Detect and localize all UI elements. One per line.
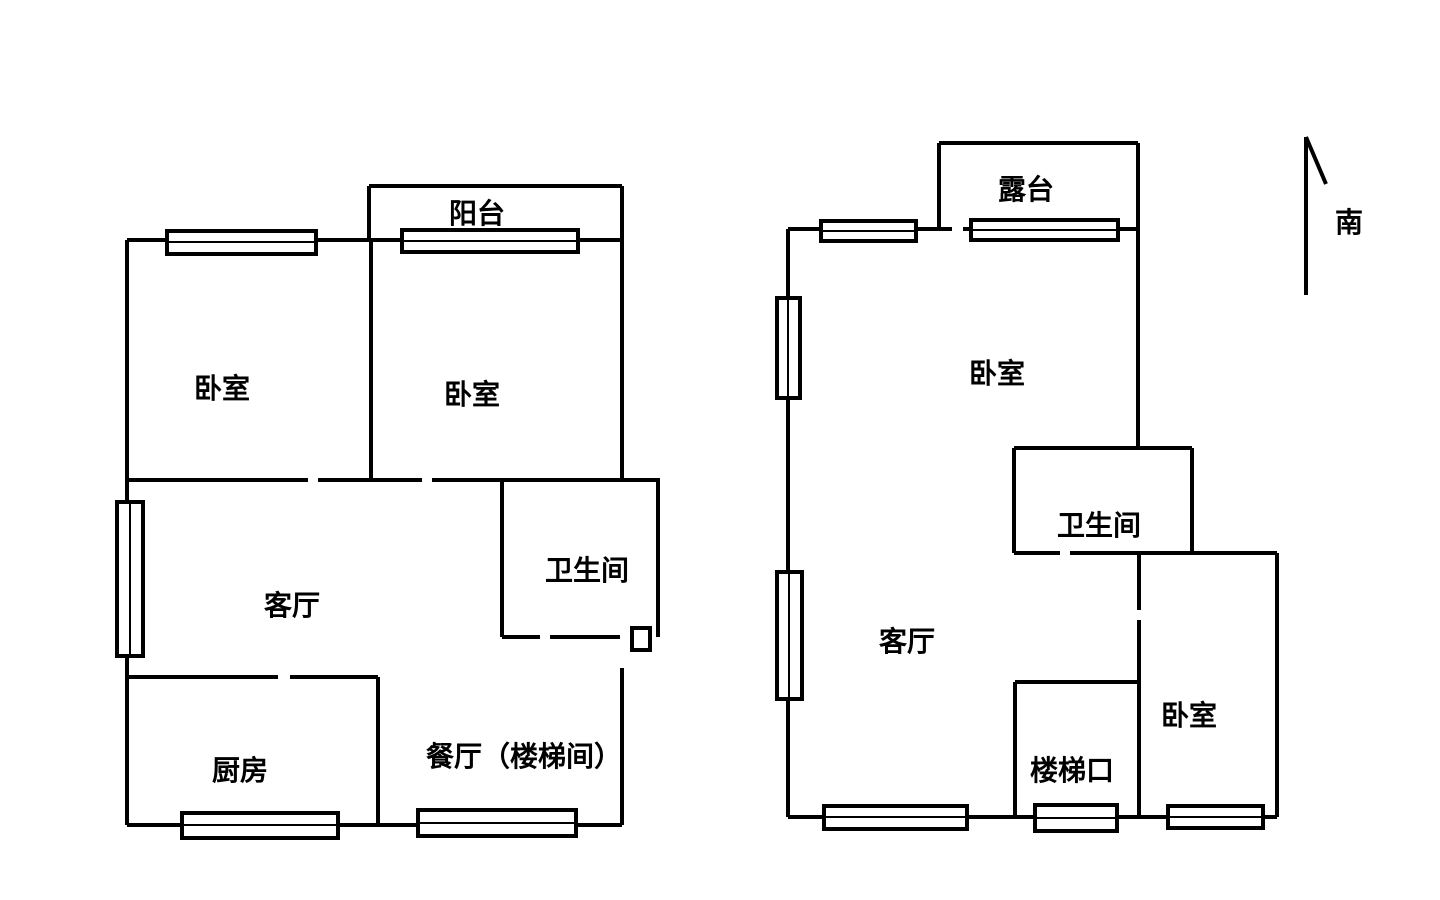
right-floor-plan: 露台 卧室 卫生间 客厅 楼梯口 卧室 bbox=[775, 141, 1279, 833]
right-window-top-2 bbox=[969, 218, 1120, 242]
label-balcony: 阳台 bbox=[449, 197, 505, 230]
label-right-bedroom-small: 卧室 bbox=[1161, 699, 1217, 732]
label-dining-stair: 餐厅（楼梯间） bbox=[426, 740, 622, 773]
left-window-bedroom-2 bbox=[400, 228, 580, 254]
label-staircase: 楼梯口 bbox=[1030, 754, 1114, 787]
left-small-vent bbox=[630, 626, 652, 652]
left-floor-plan: 阳台 卧室 卧室 客厅 卫生间 厨房 餐厅（楼梯间） bbox=[115, 184, 660, 840]
label-right-bathroom: 卫生间 bbox=[1057, 509, 1141, 542]
label-kitchen: 厨房 bbox=[212, 754, 268, 787]
left-window-living bbox=[115, 500, 145, 658]
left-window-bedroom-1 bbox=[165, 229, 318, 256]
right-window-left-2 bbox=[775, 570, 804, 701]
right-window-left-1 bbox=[775, 296, 802, 400]
label-left-bedroom-1: 卧室 bbox=[194, 372, 250, 405]
right-window-bottom-1 bbox=[822, 804, 969, 831]
left-outer-walls bbox=[125, 184, 660, 827]
left-window-dining bbox=[416, 808, 578, 838]
label-left-living-room: 客厅 bbox=[264, 589, 320, 622]
left-window-kitchen bbox=[180, 811, 340, 840]
label-left-bedroom-2: 卧室 bbox=[444, 378, 500, 411]
label-right-bedroom-main: 卧室 bbox=[969, 357, 1025, 390]
label-right-living-room: 客厅 bbox=[879, 625, 935, 658]
right-window-bottom-2 bbox=[1033, 803, 1119, 833]
compass-label: 南 bbox=[1335, 206, 1363, 239]
right-window-bottom-3 bbox=[1166, 804, 1265, 830]
compass-arrow-icon bbox=[1304, 136, 1328, 295]
label-terrace: 露台 bbox=[998, 173, 1054, 206]
label-left-bathroom: 卫生间 bbox=[545, 554, 629, 587]
right-window-top-1 bbox=[819, 219, 918, 243]
